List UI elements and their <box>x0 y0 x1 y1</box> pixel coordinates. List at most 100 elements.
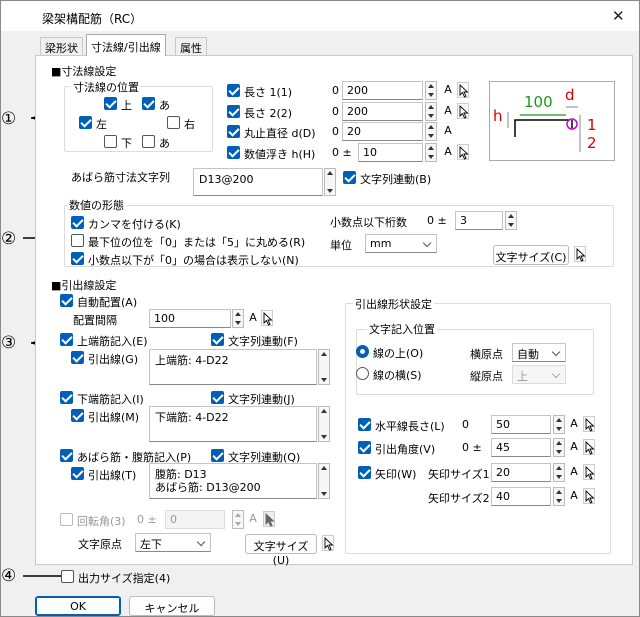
arrow-size1-text-button[interactable]: A <box>570 465 578 478</box>
tab-beam-shape[interactable]: 梁形状 <box>40 37 83 55</box>
cancel-button[interactable]: キャンセル <box>129 596 215 616</box>
arrow-size2-pick-button[interactable] <box>583 488 595 504</box>
interval-text-button[interactable]: A <box>249 311 257 324</box>
length2-input[interactable]: 200 <box>342 102 423 121</box>
pos-lower-checkbox[interactable] <box>104 135 117 148</box>
text-link-checkbox[interactable] <box>343 171 356 184</box>
length1-spinner[interactable] <box>425 81 437 100</box>
h-origin-select[interactable]: 自動 <box>512 343 566 362</box>
hlen-pick-button[interactable] <box>583 416 595 432</box>
rotate-spinner[interactable] <box>232 510 244 529</box>
diameter-prefix: 0 <box>332 125 339 138</box>
cursor-icon <box>324 537 334 551</box>
angle-text-button[interactable]: A <box>570 440 578 453</box>
auto-place-checkbox[interactable] <box>60 294 73 307</box>
length2-spinner[interactable] <box>425 102 437 121</box>
diameter-input[interactable]: 20 <box>342 122 423 141</box>
abara-link-checkbox[interactable] <box>211 449 224 462</box>
top-lead-checkbox[interactable] <box>71 351 84 364</box>
length2-pick-button[interactable] <box>457 103 469 119</box>
leader-pick-button[interactable] <box>322 535 334 551</box>
number-pick-button[interactable] <box>574 246 586 262</box>
length1-text-button[interactable]: A <box>444 83 452 96</box>
arrow-checkbox[interactable] <box>358 466 371 479</box>
interval-spinner[interactable] <box>232 309 244 328</box>
angle-pick-button[interactable] <box>583 439 595 455</box>
decimals-label: 小数点以下桁数 <box>330 216 407 229</box>
arrow-size1-pick-button[interactable] <box>583 464 595 480</box>
length2-text-button[interactable]: A <box>444 104 452 117</box>
rotate-text-button[interactable]: A <box>249 512 257 525</box>
arrow-size2-input[interactable]: 40 <box>491 487 551 506</box>
pos-upper-a-checkbox[interactable] <box>142 97 155 110</box>
leader-textsize-button[interactable]: 文字サイズ(U) <box>245 534 317 567</box>
hlen-checkbox[interactable] <box>358 418 371 431</box>
float-text-button[interactable]: A <box>444 145 452 158</box>
tab-dimension-leader[interactable]: 寸法線/引出線 <box>86 34 166 56</box>
float-input[interactable]: 10 <box>358 143 423 162</box>
angle-spinner[interactable] <box>553 438 565 457</box>
abara-lead-checkbox[interactable] <box>71 467 84 480</box>
output-size-checkbox[interactable] <box>61 570 74 583</box>
bottom-text-area[interactable]: 下端筋: 4-D22 <box>149 406 317 442</box>
top-entry-checkbox[interactable] <box>60 333 73 346</box>
rotate-input[interactable]: 0 <box>165 510 225 529</box>
round-checkbox[interactable] <box>71 234 84 247</box>
length1-checkbox[interactable] <box>227 84 240 97</box>
decimals-spinner[interactable] <box>505 211 517 230</box>
interval-input[interactable]: 100 <box>149 309 231 328</box>
hlen-spinner[interactable] <box>553 415 565 434</box>
hlen-text-button[interactable]: A <box>570 417 578 430</box>
beside-line-radio[interactable] <box>356 367 369 380</box>
length1-pick-button[interactable] <box>457 82 469 98</box>
arrow-size2-text-button[interactable]: A <box>570 489 578 502</box>
angle-checkbox[interactable] <box>358 441 371 454</box>
arrow-size1-spinner[interactable] <box>553 463 565 482</box>
ok-button[interactable]: OK <box>35 596 121 616</box>
hlen-input[interactable]: 50 <box>491 415 551 434</box>
bottom-scrollbar[interactable] <box>318 406 330 442</box>
hide-zero-label: 小数点以下が「0」の場合は表示しない(N) <box>88 254 299 267</box>
close-icon[interactable]: ✕ <box>612 7 625 25</box>
unit-select[interactable]: mm <box>365 234 437 253</box>
bottom-entry-checkbox[interactable] <box>60 391 73 404</box>
float-pick-button[interactable] <box>457 144 469 160</box>
bottom-lead-checkbox[interactable] <box>71 409 84 422</box>
pos-right-checkbox[interactable] <box>167 116 180 129</box>
length1-input[interactable]: 200 <box>342 81 423 100</box>
pos-left-checkbox[interactable] <box>79 116 92 129</box>
rotate-pick-button[interactable] <box>263 511 275 527</box>
diameter-text-button[interactable]: A <box>444 124 452 137</box>
decimals-input[interactable]: 3 <box>455 211 503 230</box>
angle-input[interactable]: 45 <box>491 438 551 457</box>
length2-checkbox[interactable] <box>227 105 240 118</box>
origin-select[interactable]: 左下 <box>135 533 211 552</box>
arrow-size2-spinner[interactable] <box>553 487 565 506</box>
hide-zero-checkbox[interactable] <box>71 252 84 265</box>
diameter-checkbox[interactable] <box>227 125 240 138</box>
pos-upper-checkbox[interactable] <box>104 97 117 110</box>
abara-lead-scrollbar[interactable] <box>318 463 330 499</box>
pos-lower-label: 下 <box>121 137 132 150</box>
top-scrollbar[interactable] <box>318 349 330 385</box>
on-line-radio[interactable] <box>356 345 369 358</box>
float-checkbox[interactable] <box>227 146 240 159</box>
v-origin-select[interactable]: 上 <box>512 365 566 384</box>
number-textsize-button[interactable]: 文字サイズ(C) <box>493 245 569 265</box>
hlen-prefix: 0 <box>462 418 469 431</box>
abara-text-area[interactable]: D13@200 <box>193 168 323 196</box>
bottom-link-checkbox[interactable] <box>211 391 224 404</box>
rotate-checkbox[interactable] <box>60 513 73 526</box>
top-link-checkbox[interactable] <box>211 333 224 346</box>
pos-lower-a-checkbox[interactable] <box>142 135 155 148</box>
tab-attributes[interactable]: 属性 <box>175 37 207 55</box>
diameter-spinner[interactable] <box>425 122 437 141</box>
abara-lead-text-area[interactable]: 腹筋: D13 あばら筋: D13@200 <box>149 463 317 499</box>
abara-entry-checkbox[interactable] <box>60 449 73 462</box>
arrow-size1-input[interactable]: 20 <box>491 463 551 482</box>
comma-checkbox[interactable] <box>71 216 84 229</box>
top-text-area[interactable]: 上端筋: 4-D22 <box>149 349 317 385</box>
float-spinner[interactable] <box>425 143 437 162</box>
abara-scrollbar[interactable] <box>324 168 336 196</box>
interval-pick-button[interactable] <box>261 310 273 326</box>
